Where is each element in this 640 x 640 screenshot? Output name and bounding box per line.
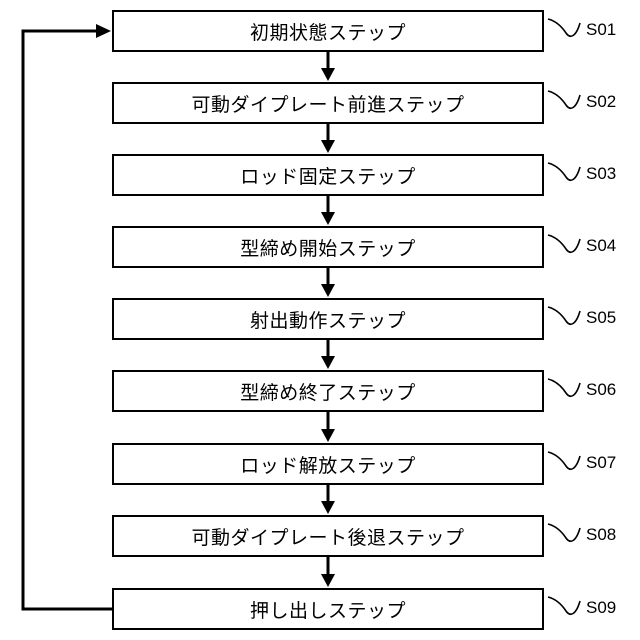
step-id-label: S04 xyxy=(586,236,616,256)
step-id-label: S09 xyxy=(586,598,616,618)
arrow-head-down xyxy=(321,356,335,369)
arrow-head-down xyxy=(321,68,335,81)
step-box-s05: 射出動作ステップ xyxy=(112,298,544,340)
leader-line-s03 xyxy=(548,163,580,180)
step-box-s09: 押し出しステップ xyxy=(112,588,544,630)
step-box-s08: 可動ダイプレート後退ステップ xyxy=(112,515,544,557)
arrow-head-down xyxy=(321,212,335,225)
leader-line-s08 xyxy=(548,524,580,541)
leader-line-s06 xyxy=(548,379,580,396)
arrow-head-down xyxy=(321,429,335,442)
leader-line-s01 xyxy=(548,19,580,36)
step-label: 初期状態ステップ xyxy=(250,18,406,45)
step-label: 可動ダイプレート前進ステップ xyxy=(191,90,464,117)
loop-back-line xyxy=(23,31,112,609)
step-box-s02: 可動ダイプレート前進ステップ xyxy=(112,82,544,124)
step-id-label: S08 xyxy=(586,525,616,545)
arrow-head-down xyxy=(321,140,335,153)
step-id-label: S05 xyxy=(586,308,616,328)
leader-line-s02 xyxy=(548,91,580,108)
step-box-s04: 型締め開始ステップ xyxy=(112,226,544,268)
step-label: 押し出しステップ xyxy=(250,596,406,623)
arrow-head-down xyxy=(321,574,335,587)
step-box-s06: 型締め終了ステップ xyxy=(112,370,544,412)
leader-line-s04 xyxy=(548,235,580,252)
step-label: ロッド解放ステップ xyxy=(240,451,416,478)
step-id-label: S06 xyxy=(586,380,616,400)
step-id-label: S01 xyxy=(586,20,616,40)
step-box-s07: ロッド解放ステップ xyxy=(112,443,544,485)
step-id-label: S03 xyxy=(586,164,616,184)
step-label: 射出動作ステップ xyxy=(250,306,406,333)
step-box-s01: 初期状態ステップ xyxy=(112,10,544,52)
leader-line-s07 xyxy=(548,452,580,469)
leader-line-s05 xyxy=(548,307,580,324)
arrow-head-down xyxy=(321,501,335,514)
step-id-label: S07 xyxy=(586,453,616,473)
leader-line-s09 xyxy=(548,597,580,614)
step-label: ロッド固定ステップ xyxy=(240,162,416,189)
step-label: 可動ダイプレート後退ステップ xyxy=(191,523,464,550)
arrow-head-down xyxy=(321,284,335,297)
arrow-head-right xyxy=(96,24,111,38)
step-label: 型締め開始ステップ xyxy=(240,234,416,261)
step-label: 型締め終了ステップ xyxy=(240,378,416,405)
step-box-s03: ロッド固定ステップ xyxy=(112,154,544,196)
step-id-label: S02 xyxy=(586,92,616,112)
